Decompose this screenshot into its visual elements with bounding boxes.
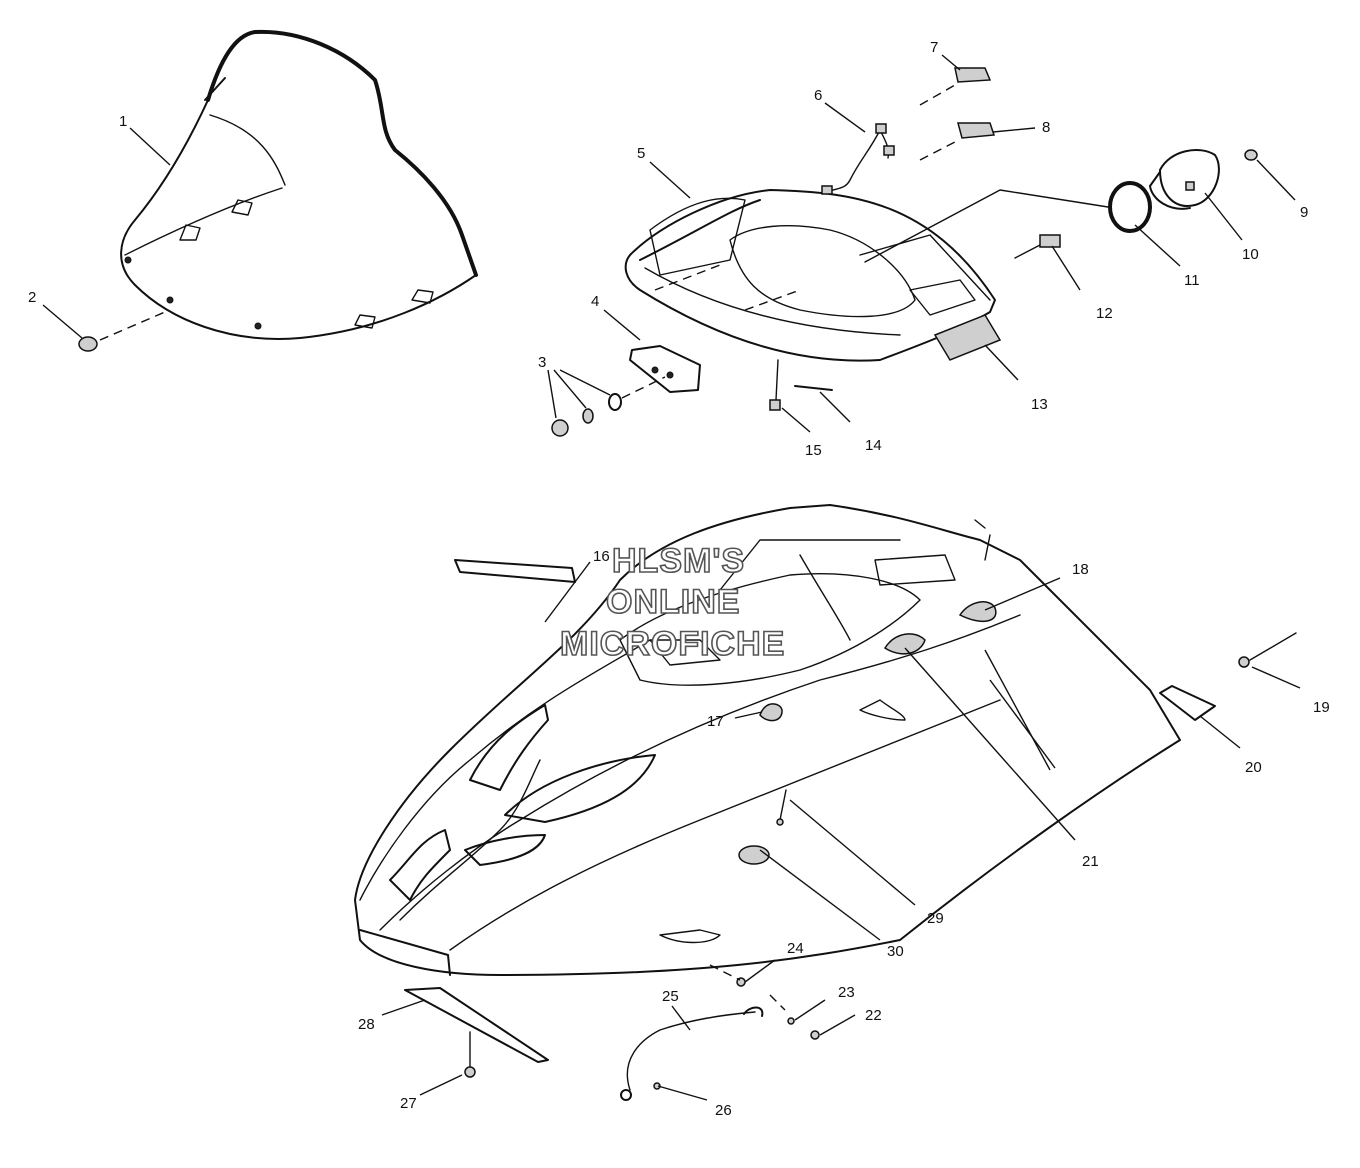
callout-18: 18	[1072, 561, 1089, 578]
callout-3: 3	[538, 354, 546, 371]
bezel-ring-11	[864, 181, 1152, 263]
watermark-line-1: HLSM'S	[612, 542, 745, 580]
callout-numbers: 1 2 3 4 5 6 7 8 9 10 11 12 13 14 15 16 1…	[28, 39, 1330, 1119]
cable-19	[1238, 632, 1297, 668]
callout-28: 28	[358, 1016, 375, 1033]
lens-7	[919, 67, 992, 106]
callout-26: 26	[715, 1102, 732, 1119]
callout-14: 14	[865, 437, 882, 454]
watermark-line-3: MICROFICHE	[560, 625, 785, 663]
callout-24: 24	[787, 940, 804, 957]
windshield	[120, 29, 478, 340]
pin-14	[794, 385, 833, 391]
callout-22: 22	[865, 1007, 882, 1024]
callout-5: 5	[637, 145, 645, 162]
leader-lines	[42, 54, 1301, 1101]
strip-16	[454, 559, 576, 583]
bracket-4	[629, 345, 701, 393]
bulb-15	[769, 359, 781, 411]
lens-8	[919, 122, 996, 161]
callout-23: 23	[838, 984, 855, 1001]
callout-25: 25	[662, 988, 679, 1005]
callout-2: 2	[28, 289, 36, 306]
screw-27	[464, 1031, 476, 1078]
callout-29: 29	[927, 910, 944, 927]
gauge-10	[1149, 149, 1258, 210]
watermark-line-2: ONLINE	[606, 583, 740, 621]
plate-20	[1159, 685, 1216, 721]
hardware-3	[551, 376, 666, 437]
callout-4: 4	[591, 293, 599, 310]
callout-6: 6	[814, 87, 822, 104]
callout-15: 15	[805, 442, 822, 459]
callout-19: 19	[1313, 699, 1330, 716]
callout-27: 27	[400, 1095, 417, 1112]
harness-6	[821, 123, 895, 195]
flap-28	[404, 987, 549, 1063]
callout-1: 1	[119, 113, 127, 130]
callout-13: 13	[1031, 396, 1048, 413]
callout-20: 20	[1245, 759, 1262, 776]
callout-8: 8	[1042, 119, 1050, 136]
callout-16: 16	[593, 548, 610, 565]
hardware-22-26	[620, 964, 820, 1101]
screw-2	[78, 311, 166, 352]
callout-21: 21	[1082, 853, 1099, 870]
callout-12: 12	[1096, 305, 1113, 322]
callout-10: 10	[1242, 246, 1259, 263]
watermark: HLSM'S ONLINE MICROFICHE	[559, 541, 785, 664]
hood	[354, 504, 1181, 976]
callout-17: 17	[707, 713, 724, 730]
callout-11: 11	[1184, 272, 1200, 289]
callout-9: 9	[1300, 204, 1308, 221]
switch-12	[1014, 234, 1061, 259]
callout-30: 30	[887, 943, 904, 960]
foam-13	[933, 314, 1002, 361]
callout-7: 7	[930, 39, 938, 56]
